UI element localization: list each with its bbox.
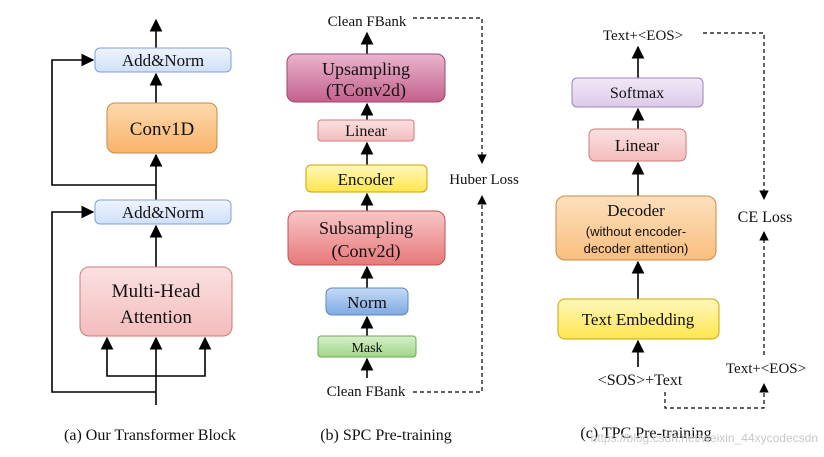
decoder-label-line1: Decoder: [607, 201, 665, 220]
panel-c-tpc-pretraining: Text+<EOS> Softmax Linear Decoder (witho…: [555, 28, 806, 442]
ce-loss-label: CE Loss: [738, 209, 793, 226]
residual-upper: [51, 53, 156, 186]
clean-fbank-top-label: Clean FBank: [328, 14, 407, 30]
text-eos-top-label: Text+<EOS>: [603, 28, 683, 44]
upsampling-box: [286, 53, 446, 103]
linear-box-b: [317, 119, 415, 142]
sos-text-label: <SOS>+Text: [598, 372, 683, 389]
caption-a: (a) Our Transformer Block: [64, 427, 236, 444]
watermark: https://blog.csdn.net/weixin_44xycodecsd…: [591, 431, 818, 445]
norm-box: [325, 287, 409, 316]
linear-label-c: Linear: [615, 136, 660, 155]
text-eos-bottom-label: Text+<EOS>: [726, 361, 806, 377]
panel-b-spc-pretraining: Clean FBank Upsampling (TConv2d) Linear …: [286, 14, 519, 444]
ce-dash-feed: [664, 383, 769, 409]
mask-label: Mask: [351, 341, 382, 356]
upsampling-label-line1: Upsampling: [322, 59, 410, 79]
add-norm-top-box: [94, 47, 232, 73]
norm-label: Norm: [347, 293, 387, 312]
caption-c: (c) TPC Pre-training: [580, 425, 711, 442]
upsampling-label-line2: (TConv2d): [326, 80, 406, 101]
clean-fbank-bottom-label: Clean FBank: [327, 384, 406, 400]
multi-head-attention-box: [79, 266, 233, 337]
mha-label-line2: Attention: [120, 307, 192, 328]
huber-loss-label: Huber Loss: [449, 172, 519, 188]
text-embedding-box: [557, 298, 720, 340]
input-arrow-right: [156, 336, 212, 377]
caption-b: (b) SPC Pre-training: [320, 427, 452, 444]
panel-a-transformer-block: Add&Norm Conv1D Add&Norm Multi-Head Atte…: [51, 18, 236, 444]
subsampling-box: [287, 210, 446, 266]
huber-dash-top: [413, 17, 487, 164]
subsampling-label-line2: (Conv2d): [332, 241, 401, 262]
linear-label-b: Linear: [345, 123, 387, 140]
decoder-label-line2: (without encoder-: [586, 224, 686, 239]
softmax-label: Softmax: [610, 85, 664, 102]
subsampling-label-line1: Subsampling: [319, 218, 413, 238]
residual-lower: [51, 205, 156, 393]
conv1d-box: [106, 102, 218, 154]
softmax-box: [571, 77, 704, 108]
mask-box: [317, 335, 417, 358]
input-arrow-left: [100, 336, 156, 377]
mha-label-line1: Multi-Head: [112, 281, 201, 302]
huber-dash-bottom: [413, 195, 487, 393]
ce-dash-top: [703, 32, 769, 200]
decoder-box: [555, 195, 717, 261]
linear-box-c: [588, 128, 687, 162]
add-norm-bottom-box: [94, 199, 232, 225]
encoder-label: Encoder: [338, 170, 395, 189]
add-norm-top-label: Add&Norm: [122, 51, 204, 70]
text-embedding-label: Text Embedding: [582, 310, 695, 329]
conv1d-label: Conv1D: [130, 119, 194, 140]
decoder-label-line3: decoder attention): [584, 241, 689, 256]
encoder-box: [305, 164, 428, 193]
add-norm-bottom-label: Add&Norm: [122, 203, 204, 222]
